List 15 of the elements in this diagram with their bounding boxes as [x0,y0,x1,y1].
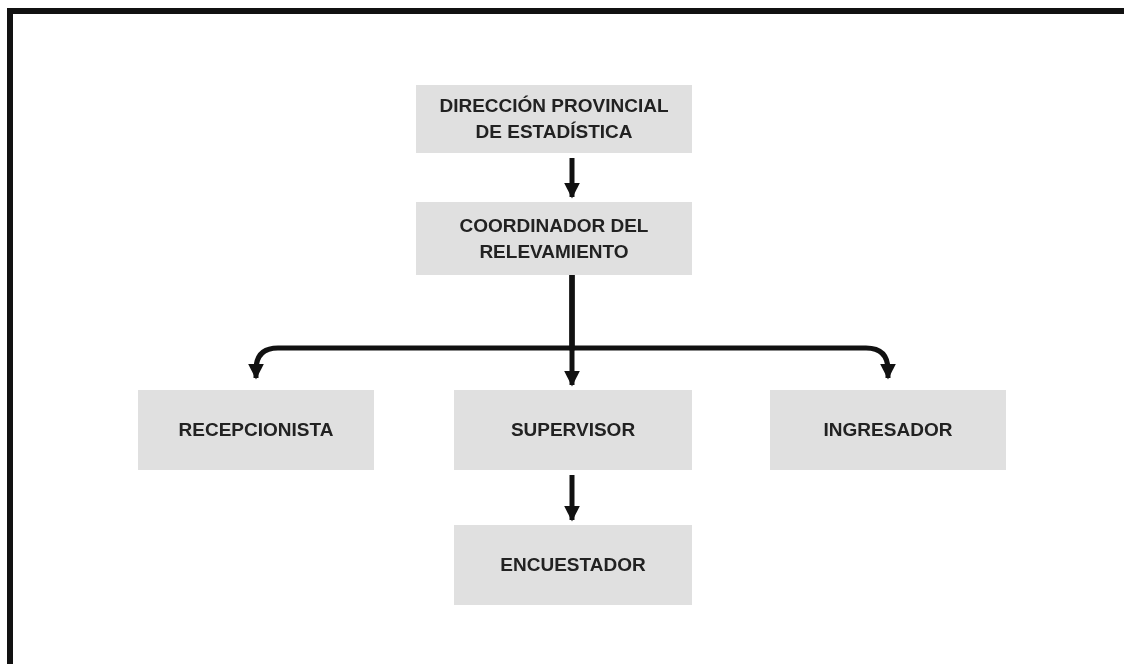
org-box [454,525,692,605]
org-box [416,85,692,153]
org-box [416,202,692,275]
role-label: SUPERVISOR [510,418,636,443]
org-box [770,390,1006,470]
role-label: DIRECCIÓN PROVINCIAL DE ESTADÍSTICA [438,94,670,144]
arrow [564,475,580,522]
org-box [138,390,374,470]
role-label: COORDINADOR DEL RELEVAMIENTO [458,213,650,264]
arrow [569,275,896,380]
role-label: RECEPCIONISTA [178,418,334,443]
org-box [454,390,692,470]
arrow [564,158,580,199]
role-label: ENCUESTADOR [500,553,646,578]
role-label: INGRESADOR [823,418,953,443]
